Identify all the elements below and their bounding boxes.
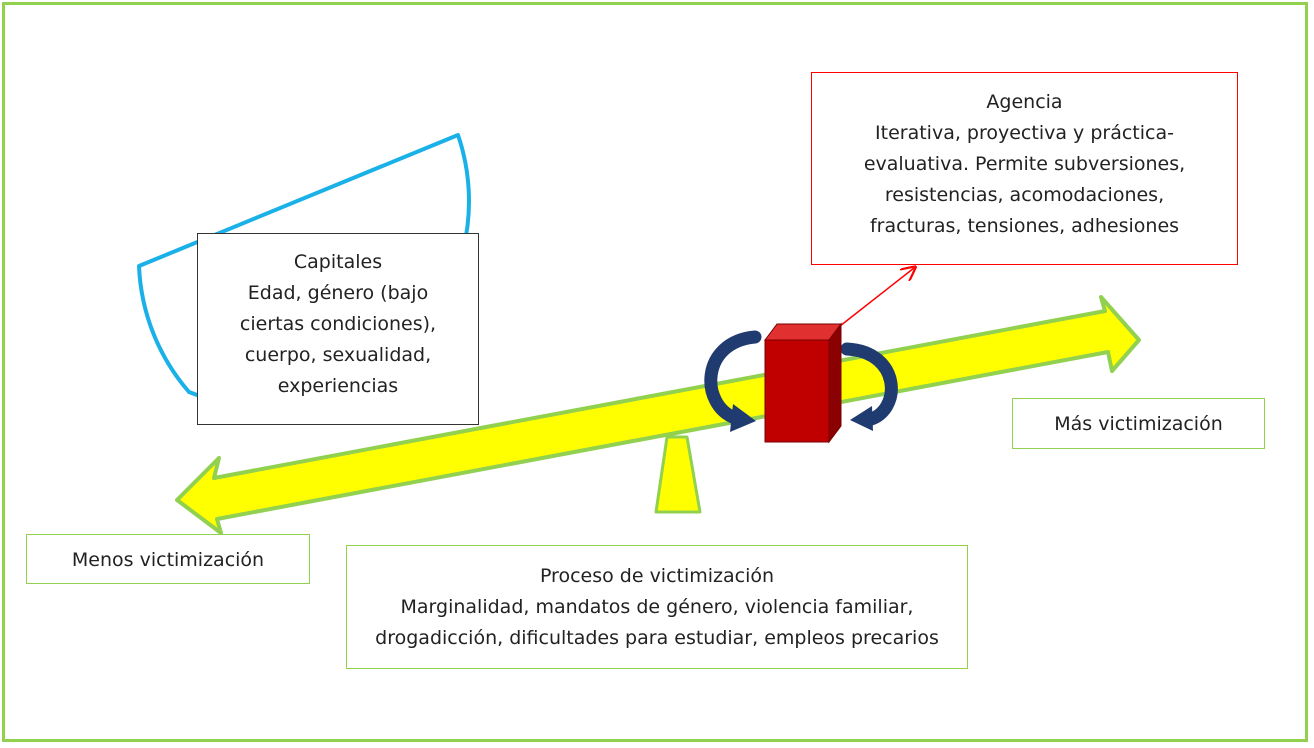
left-rotate-arrowhead bbox=[730, 404, 756, 432]
agencia-title: Agencia bbox=[986, 91, 1063, 113]
capitales-line: cuerpo, sexualidad, bbox=[244, 344, 432, 366]
agencia-line: resistencias, acomodaciones, bbox=[884, 184, 1165, 206]
capitales-line: Edad, género (bajo bbox=[247, 282, 429, 304]
agencia-line: Iterativa, proyectiva y práctica- bbox=[875, 122, 1174, 144]
right-rotate-arrowhead bbox=[850, 406, 873, 431]
proceso-title: Proceso de victimización bbox=[539, 565, 775, 587]
right-rotate-arrow bbox=[840, 342, 898, 427]
victimization-axis-arrow bbox=[175, 295, 1141, 535]
seesaw-fulcrum bbox=[654, 435, 702, 514]
proceso-line: Marginalidad, mandatos de género, violen… bbox=[400, 596, 914, 618]
agency-connector-arrow bbox=[839, 268, 914, 327]
proceso-box: Proceso de victimización Marginalidad, m… bbox=[346, 545, 968, 669]
capitales-box: Capitales Edad, género (bajo ciertas con… bbox=[197, 233, 479, 425]
mas-victimizacion-label: Más victimización bbox=[1012, 398, 1265, 449]
capitales-line: experiencias bbox=[277, 375, 399, 397]
capitales-line: ciertas condiciones), bbox=[239, 313, 437, 335]
left-rotate-arrow bbox=[704, 330, 762, 425]
agencia-line: fracturas, tensiones, adhesiones bbox=[869, 215, 1180, 237]
agency-block bbox=[764, 322, 842, 444]
menos-victimizacion-label: Menos victimización bbox=[26, 534, 310, 584]
agencia-box: Agencia Iterativa, proyectiva y práctica… bbox=[811, 72, 1238, 265]
agencia-line: evaluativa. Permite subversiones, bbox=[863, 153, 1186, 175]
capitales-title: Capitales bbox=[293, 251, 383, 273]
proceso-line: drogadicción, dificultades para estudiar… bbox=[375, 627, 939, 649]
